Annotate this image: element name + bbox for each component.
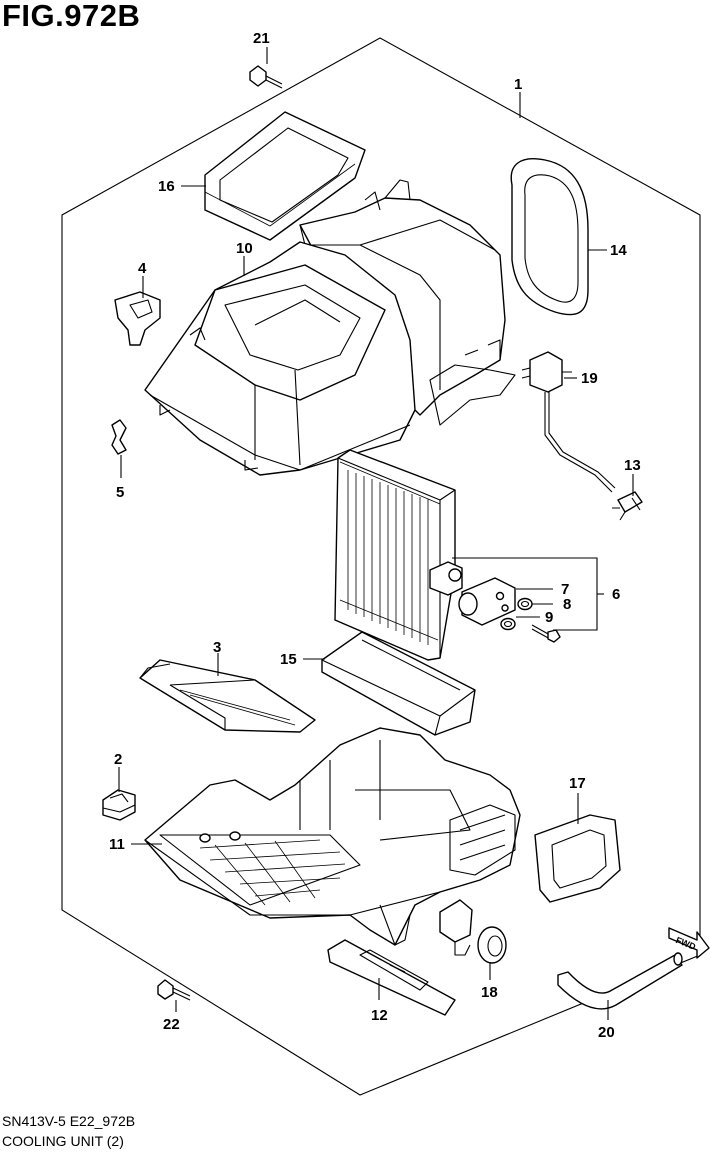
callout-21: 21 bbox=[253, 30, 270, 47]
callout-20: 20 bbox=[598, 1024, 615, 1041]
part-12-bracket[interactable] bbox=[327, 939, 456, 1016]
callout-10: 10 bbox=[236, 240, 253, 257]
callout-12: 12 bbox=[371, 1007, 388, 1024]
figure-title: FIG.972B bbox=[2, 0, 141, 33]
evaporator-core[interactable] bbox=[334, 449, 463, 661]
part-21-screw[interactable] bbox=[249, 65, 283, 89]
part-11-lower-case[interactable] bbox=[144, 727, 521, 946]
part-5-clip[interactable] bbox=[111, 419, 127, 455]
figure-code: SN413V-5 E22_972B bbox=[2, 1113, 136, 1129]
part-3-filter[interactable] bbox=[139, 659, 316, 733]
callout-5: 5 bbox=[116, 484, 124, 501]
callout-2: 2 bbox=[114, 751, 122, 768]
fwd-label: FWD bbox=[674, 935, 697, 952]
part-4-bracket[interactable] bbox=[114, 291, 161, 346]
callout-1: 1 bbox=[514, 76, 522, 93]
callouts: 1 2 3 4 5 6 7 8 9 10 11 12 13 14 15 16 1… bbox=[109, 30, 641, 1041]
callout-6: 6 bbox=[612, 586, 620, 603]
callout-3: 3 bbox=[213, 639, 221, 656]
callout-9: 9 bbox=[545, 609, 553, 626]
part-22-screw[interactable] bbox=[157, 979, 191, 1001]
part-1-upper-case[interactable] bbox=[299, 179, 516, 426]
part-16-seal[interactable] bbox=[204, 111, 366, 241]
assembly-boundary bbox=[61, 37, 701, 1096]
part-9-o-ring[interactable] bbox=[500, 617, 516, 631]
fwd-arrow-icon: FWD bbox=[668, 927, 710, 959]
blower-motor[interactable] bbox=[439, 899, 473, 956]
part-13-clip[interactable] bbox=[612, 491, 643, 521]
callout-11: 11 bbox=[109, 836, 125, 853]
callout-15: 15 bbox=[280, 651, 297, 668]
callout-16: 16 bbox=[158, 178, 175, 195]
callout-19: 19 bbox=[581, 370, 598, 387]
part-20-hose[interactable] bbox=[557, 952, 683, 1010]
part-14-seal[interactable] bbox=[510, 158, 589, 316]
leader-lines bbox=[118, 47, 634, 1020]
part-19-sensor[interactable] bbox=[521, 351, 616, 493]
part-2-clip[interactable] bbox=[102, 789, 136, 821]
callout-4: 4 bbox=[138, 260, 147, 277]
callout-7: 7 bbox=[561, 581, 569, 598]
part-8-o-ring[interactable] bbox=[517, 597, 533, 611]
part-10-intake-duct[interactable] bbox=[144, 241, 416, 476]
callout-18: 18 bbox=[481, 984, 498, 1001]
bolt[interactable] bbox=[531, 624, 561, 643]
part-18-cap[interactable] bbox=[477, 926, 507, 964]
callout-13: 13 bbox=[624, 457, 641, 474]
callout-14: 14 bbox=[610, 242, 627, 259]
callout-22: 22 bbox=[163, 1016, 180, 1033]
callout-17: 17 bbox=[569, 775, 586, 792]
part-15-tray[interactable] bbox=[321, 631, 476, 736]
part-17-seal[interactable] bbox=[534, 814, 621, 903]
figure-name: COOLING UNIT (2) bbox=[2, 1133, 124, 1149]
callout-8: 8 bbox=[563, 596, 571, 613]
part-7-expansion-valve[interactable] bbox=[458, 577, 516, 626]
